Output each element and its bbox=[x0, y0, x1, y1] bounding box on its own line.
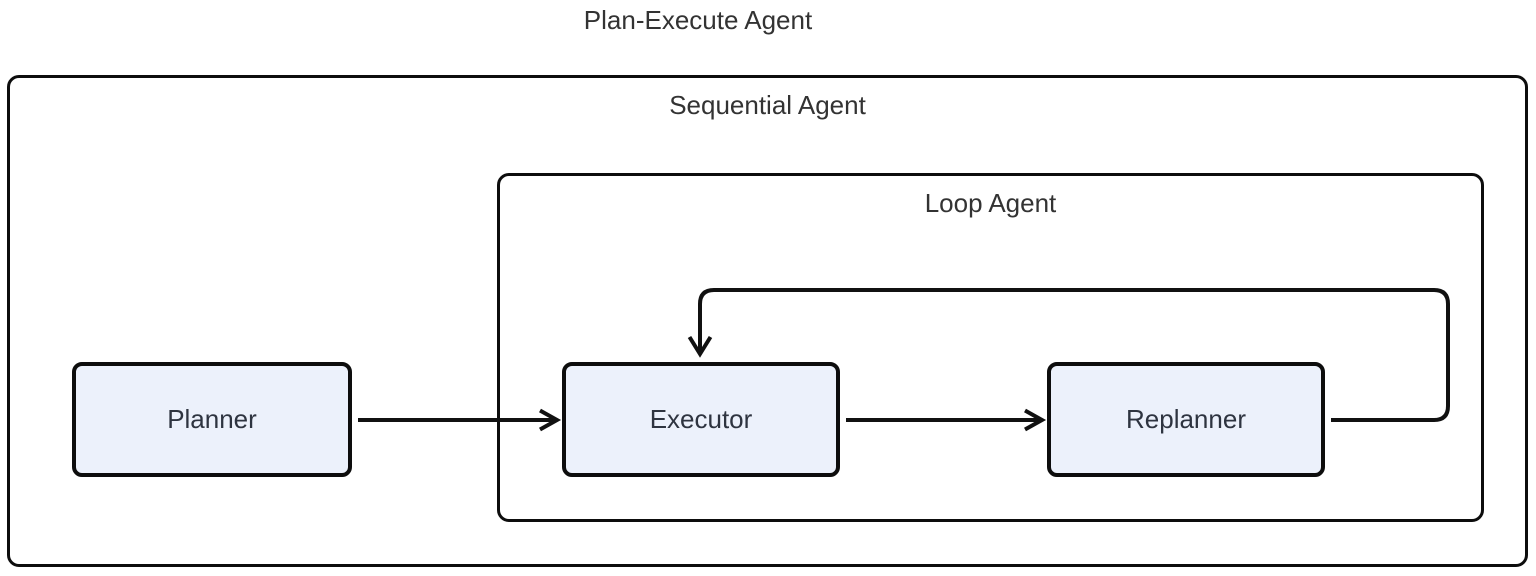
diagram-title: Plan-Execute Agent bbox=[583, 5, 813, 35]
loop-agent-label: Loop Agent bbox=[924, 188, 1057, 218]
replanner-node: Replanner bbox=[1047, 362, 1325, 477]
loop-agent-container: Loop Agent bbox=[497, 173, 1484, 522]
replanner-node-label: Replanner bbox=[1126, 404, 1246, 434]
planner-node: Planner bbox=[72, 362, 352, 477]
executor-node: Executor bbox=[562, 362, 840, 477]
sequential-agent-container: Sequential Agent bbox=[7, 75, 1528, 567]
planner-node-label: Planner bbox=[167, 404, 257, 434]
sequential-agent-label: Sequential Agent bbox=[669, 90, 866, 120]
executor-node-label: Executor bbox=[649, 404, 753, 434]
